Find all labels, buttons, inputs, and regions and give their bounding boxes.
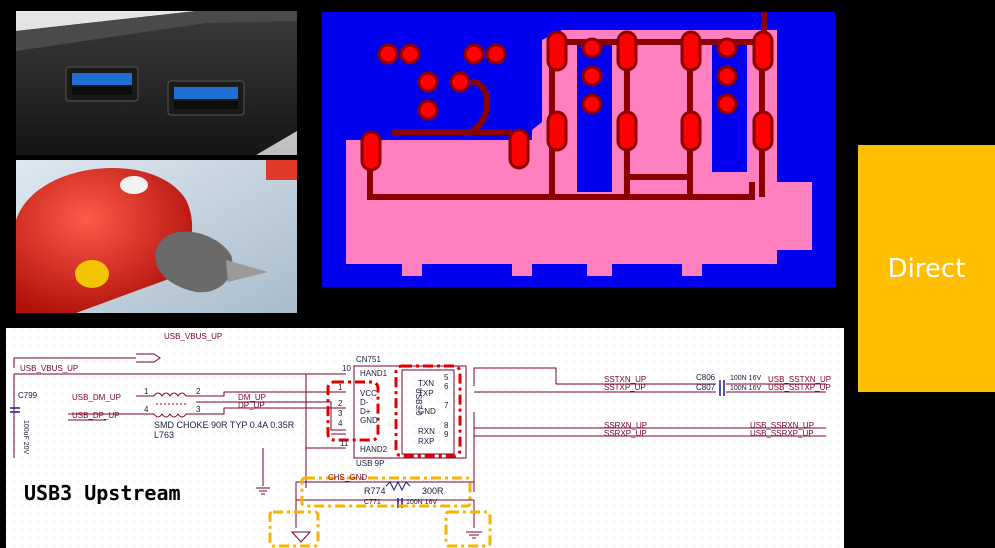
pin-hand1: HAND1 [360,369,388,378]
net-dm-right: DM_UP [238,393,266,402]
net-vbus-left: USB_VBUS_UP [20,364,78,373]
net-usb-sstxn: USB_SSTXN_UP [768,375,831,384]
cap-c771-value: 100N 16V [406,499,437,506]
net-sstxn: SSTXN_UP [604,375,646,384]
pin-num-6: 6 [444,382,449,391]
choke-pin-1: 1 [144,387,149,396]
cap-c807-ref: C807 [696,383,716,392]
usb-port-photo-icon [16,11,297,155]
usb3-schematic: USB_VBUS_UP USB_VBUS_UP USB_DM_UP USB_DP… [6,328,844,548]
pin-txn: TXN [418,379,434,388]
connector-ref: CN751 [356,355,381,364]
pin-num-8: 8 [444,421,449,430]
ground-symbol-icon [256,487,482,543]
connector-name: USB 9P [356,459,384,468]
pin-num-10: 10 [342,364,351,373]
usb-ports-photo [16,11,297,155]
side-label-box: Direct [858,145,995,392]
net-dp-right: DP_UP [238,401,265,410]
pin-rxn: RXN [418,427,435,436]
pcb-layout [322,12,835,287]
pin-num-1: 1 [338,383,343,392]
net-ssrxn: SSRXN_UP [604,421,647,430]
side-label: Direct [887,253,966,284]
net-usb-ssrxp: USB_SSRXP_UP [750,429,814,438]
choke-ref: L763 [154,430,174,440]
pin-rxp: RXP [418,437,434,446]
connector-vertical-label: USB3.0 [414,388,423,416]
net-sstxp: SSTXP_UP [604,383,646,392]
cap-c807-value: 100N 16V [730,385,761,392]
pin-num-2: 2 [338,399,343,408]
net-chs-gnd: CHS_GND [328,473,367,482]
pin-gnd: GND [360,416,378,425]
pin-num-7: 7 [444,401,449,410]
pin-num-11: 11 [340,439,349,448]
cap-c799-value: 100uF 20V [22,420,29,455]
pin-num-3: 3 [338,409,343,418]
pin-vcc: VCC [360,389,377,398]
cap-c771-ref: C771 [364,499,381,506]
choke-pin-4: 4 [144,405,149,414]
pin-txp: TXP [418,389,434,398]
pin-num-4: 4 [338,419,343,428]
net-vbus-top: USB_VBUS_UP [164,332,222,341]
glue-gun-photo-icon [16,160,297,313]
resistor-value: 300R [422,486,444,496]
pin-num-5: 5 [444,373,449,382]
cap-c799-ref: C799 [18,391,38,400]
net-dm-left: USB_DM_UP [72,393,121,402]
net-usb-sstxp: USB_SSTXP_UP [768,383,831,392]
pin-dp: D+ [360,407,371,416]
pin-hand2: HAND2 [360,445,388,454]
pin-num-9: 9 [444,430,449,439]
net-ssrxp: SSRXP_UP [604,429,647,438]
schematic-title: USB3 Upstream [24,481,181,505]
pin-dm: D- [360,398,369,407]
resistor-ref: R774 [364,486,386,496]
pin-gnd2: GND [418,407,436,416]
glue-gun-photo [16,160,297,313]
net-usb-ssrxn: USB_SSRXN_UP [750,421,814,430]
choke-pin-2: 2 [196,387,201,396]
cap-c806-ref: C806 [696,373,716,382]
net-dp-left: USB_DP_UP [72,411,120,420]
cap-c806-value: 100N 16V [730,375,761,382]
choke-pin-3: 3 [196,405,201,414]
choke-description: SMD CHOKE 90R TYP 0.4A 0.35R [154,420,295,430]
